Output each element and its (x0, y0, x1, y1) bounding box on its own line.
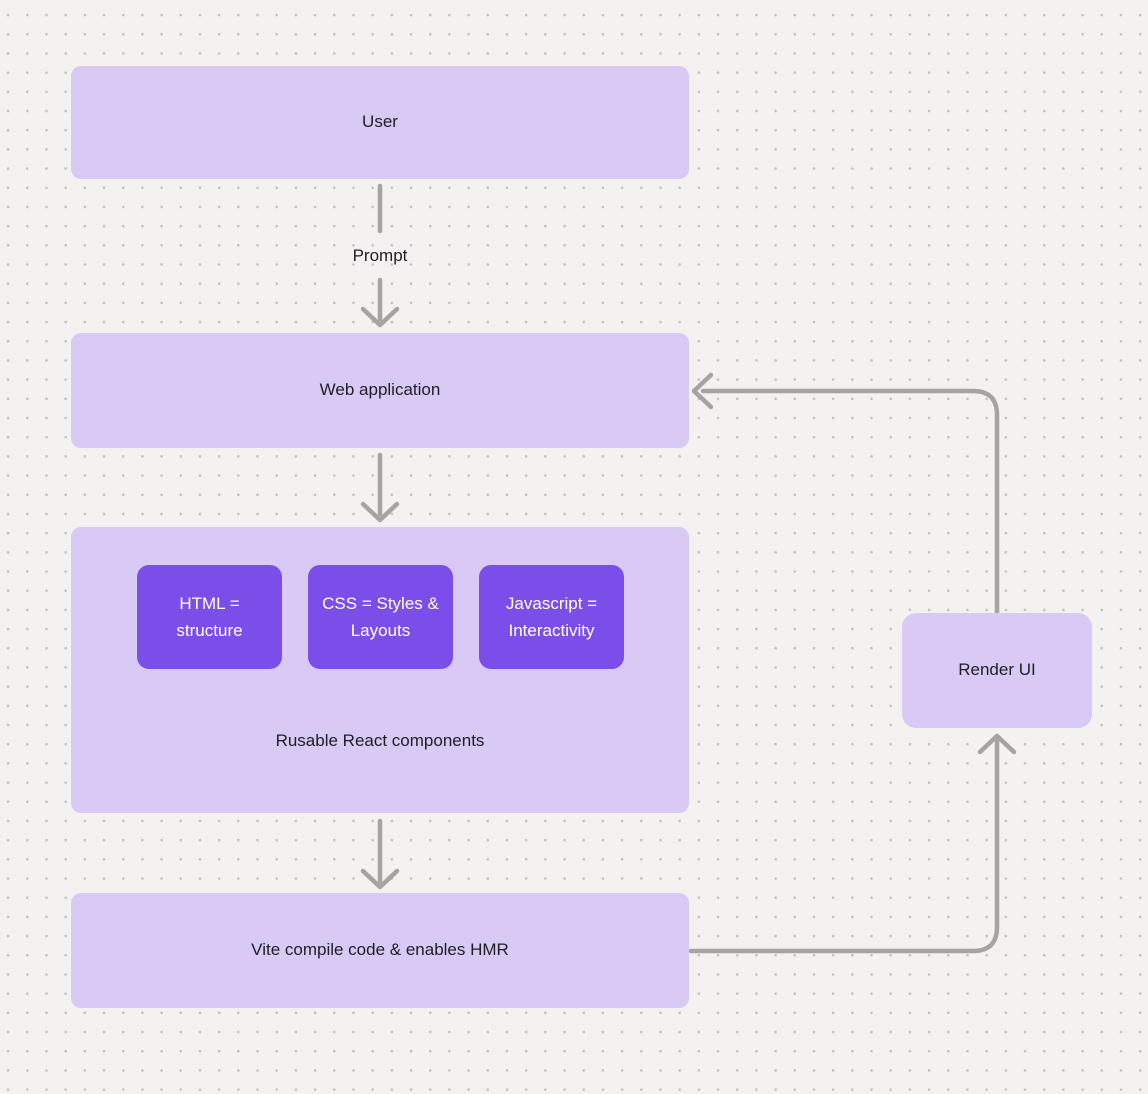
chip-javascript-label: Javascript = Interactivity (505, 594, 598, 640)
edge-user-webapp-arrowhead (360, 306, 400, 328)
edge-vite-render-arrowhead (977, 733, 1017, 755)
chip-html[interactable]: HTML = structure (137, 565, 282, 669)
edge-label-prompt: Prompt (352, 246, 408, 265)
node-vite[interactable]: Vite compile code & enables HMR (71, 893, 689, 1008)
edge-webapp-group-arrowhead (360, 501, 400, 523)
edge-render-webapp (700, 388, 1000, 616)
edge-vite-render (688, 738, 1000, 954)
chip-css[interactable]: CSS = Styles & Layouts (308, 565, 453, 669)
node-render-ui-label: Render UI (958, 660, 1036, 680)
components-group-label: Rusable React components (275, 731, 485, 750)
node-web-application[interactable]: Web application (71, 333, 689, 448)
node-web-application-label: Web application (319, 380, 441, 400)
edge-group-vite-arrowhead (360, 868, 400, 890)
chip-javascript[interactable]: Javascript = Interactivity (479, 565, 624, 669)
chip-html-label: HTML = structure (176, 594, 243, 640)
node-user[interactable]: User (71, 66, 689, 179)
node-vite-label: Vite compile code & enables HMR (251, 940, 509, 960)
node-render-ui[interactable]: Render UI (902, 613, 1092, 728)
node-user-label: User (362, 112, 398, 132)
node-components-group[interactable]: HTML = structure CSS = Styles & Layouts … (71, 527, 689, 813)
edge-render-webapp-arrowhead (691, 372, 714, 410)
chip-css-label: CSS = Styles & Layouts (322, 594, 439, 640)
